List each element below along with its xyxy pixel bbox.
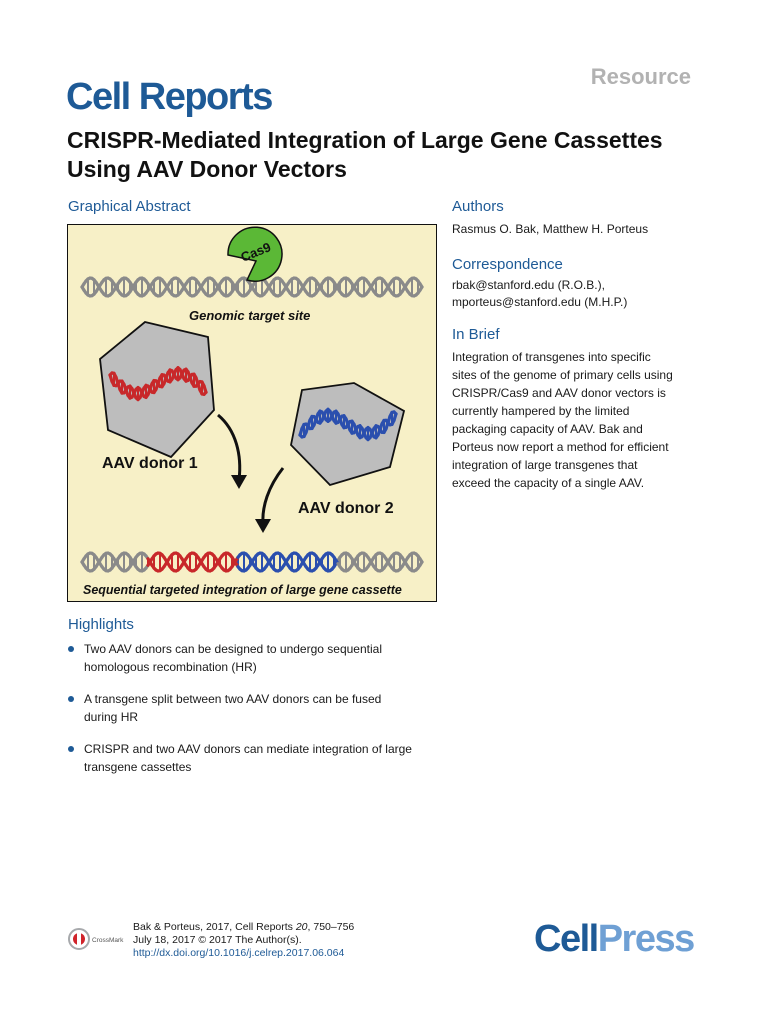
graphical-abstract-diagram: Cas9 Genomic target site AAV donor 1 AAV… [80, 226, 424, 597]
citation-line: Bak & Porteus, 2017, Cell Reports 20, 75… [133, 921, 355, 933]
article-type-label: Resource [590, 64, 691, 89]
graphical-abstract-heading: Graphical Abstract [68, 198, 191, 215]
dna-strand [202, 390, 208, 396]
bullet-icon [68, 646, 74, 652]
aav-donor2-label: AAV donor 2 [298, 500, 394, 517]
correspondence-email-2[interactable]: mporteus@stanford.edu (M.H.P.) [452, 295, 628, 309]
bullet-icon [68, 746, 74, 752]
in-brief-line: sites of the genome of primary cells usi… [452, 368, 673, 382]
correspondence-heading: Correspondence [452, 256, 563, 273]
arrow-icon [217, 413, 247, 489]
highlight-item: A transgene split between two AAV donors… [68, 690, 428, 726]
sequential-integration-label: Sequential targeted integration of large… [83, 583, 402, 597]
in-brief-line: exceed the capacity of a single AAV. [452, 476, 645, 490]
graphical-abstract-figure: Cas9 Genomic target site AAV donor 1 AAV… [67, 224, 437, 602]
in-brief-line: Porteus now report a method for efficien… [452, 440, 669, 454]
integrated-dna-helix [80, 551, 424, 573]
dna-strand [418, 560, 424, 567]
crossmark-icon[interactable]: CrossMark [68, 926, 130, 957]
in-brief-line: currently hampered by the limited [452, 404, 630, 418]
citation-block: Bak & Porteus, 2017, Cell Reports 20, 75… [133, 921, 354, 960]
in-brief-text: Integration of transgenes into specific … [452, 348, 702, 492]
publication-date: July 18, 2017 © 2017 The Author(s). [133, 934, 302, 946]
aav-donor1-capsid [99, 321, 215, 459]
highlight-item: Two AAV donors can be designed to underg… [68, 640, 428, 676]
cas9-icon: Cas9 [227, 226, 283, 282]
genomic-target-label: Genomic target site [189, 308, 310, 323]
genomic-dna-helix [80, 276, 424, 298]
aav-donor2-capsid [290, 382, 406, 487]
highlights-heading: Highlights [68, 616, 134, 633]
crossmark-label: CrossMark [92, 937, 124, 944]
dna-strand [418, 285, 424, 292]
doi-link[interactable]: http://dx.doi.org/10.1016/j.celrep.2017.… [133, 947, 345, 959]
arrow-icon [255, 467, 285, 533]
in-brief-line: CRISPR/Cas9 and AAV donor vectors is [452, 386, 666, 400]
authors-heading: Authors [452, 198, 504, 215]
highlights-list: Two AAV donors can be designed to underg… [68, 640, 428, 790]
in-brief-heading: In Brief [452, 326, 500, 343]
cellpress-logo: CellPress [534, 918, 695, 960]
aav-donor1-label: AAV donor 1 [102, 455, 198, 472]
bullet-icon [68, 696, 74, 702]
article-title: CRISPR-Mediated Integration of Large Gen… [67, 127, 663, 182]
journal-logo: Cell Reports [66, 76, 273, 118]
in-brief-line: Integration of transgenes into specific [452, 350, 651, 364]
authors-list: Rasmus O. Bak, Matthew H. Porteus [452, 222, 649, 236]
highlight-item: CRISPR and two AAV donors can mediate in… [68, 740, 428, 776]
donor2-transgene-helix [298, 407, 398, 442]
correspondence-email-1[interactable]: rbak@stanford.edu (R.O.B.), [452, 278, 605, 292]
in-brief-line: packaging capacity of AAV. Bak and [452, 422, 643, 436]
in-brief-line: integration of large transgenes that [452, 458, 638, 472]
donor1-transgene-helix [108, 366, 208, 402]
dna-strand [392, 412, 398, 422]
